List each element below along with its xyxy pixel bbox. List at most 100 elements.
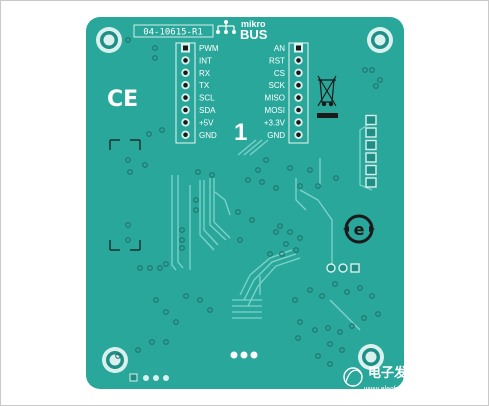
left-pin-label-5: SCL (199, 94, 215, 103)
side-pad-3 (365, 139, 377, 151)
left-pin-label-4: TX (199, 81, 210, 90)
right-header-pins (294, 43, 303, 139)
via-21 (179, 245, 185, 251)
via-24 (195, 169, 201, 175)
via-75 (163, 339, 169, 345)
via-19 (179, 227, 185, 233)
mid-row-pads (326, 263, 360, 273)
mounting-hole-top-right (367, 27, 393, 53)
via-39 (273, 229, 279, 235)
via-58 (295, 335, 301, 341)
right-header-pin-3 (294, 68, 303, 78)
via-11 (127, 169, 133, 175)
via-1 (152, 45, 158, 51)
right-pin-label-3: CS (274, 69, 285, 78)
via-59 (327, 341, 333, 347)
right-header-pin-2 (294, 56, 303, 65)
watermark-url: www.elecfans.com (363, 386, 422, 393)
silkscreen-brackets (109, 139, 141, 251)
via-7 (373, 83, 379, 89)
left-header-pin-4 (181, 81, 190, 90)
via-20 (179, 237, 185, 243)
side-pad-4 (365, 152, 377, 163)
watermark-icon (343, 367, 363, 387)
left-pin-label-2: INT (199, 56, 212, 65)
via-25 (209, 172, 215, 178)
via-16 (147, 265, 153, 271)
part-number: 04-10615-R1 (143, 28, 203, 38)
via-33 (307, 167, 313, 173)
side-pad-2 (365, 127, 377, 138)
left-pin-label-8: GND (199, 131, 217, 140)
pcb-board (86, 17, 404, 389)
right-pin-label-6: MOSI (265, 106, 285, 115)
via-13 (125, 222, 131, 228)
via-10 (125, 157, 131, 163)
via-47 (332, 281, 338, 287)
via-30 (273, 185, 279, 191)
via-54 (337, 329, 343, 335)
right-header-pin-8 (294, 130, 303, 139)
via-18 (163, 261, 169, 267)
via-35 (333, 175, 339, 181)
recycle-e-icon: e (343, 214, 375, 244)
via-26 (235, 209, 241, 215)
via-44 (292, 297, 298, 303)
right-header-pin-5 (294, 93, 303, 102)
right-header-pin-1 (294, 43, 303, 53)
via-74 (149, 339, 155, 345)
left-header-pin-5 (181, 93, 190, 102)
via-71 (263, 157, 269, 163)
via-50 (369, 293, 375, 299)
left-pin-label-7: +5V (199, 118, 214, 127)
via-49 (357, 285, 363, 291)
via-56 (361, 315, 367, 321)
right-pin-label-2: RST (269, 56, 285, 65)
via-62 (327, 361, 333, 367)
via-8 (146, 131, 152, 137)
via-38 (297, 235, 303, 241)
left-header-pin-7 (181, 118, 190, 127)
via-42 (267, 251, 273, 257)
bottom-row-pads (129, 351, 258, 382)
mikrobus-logo-icon (216, 20, 236, 34)
weee-bar (317, 113, 338, 118)
right-pin-label-7: +3.3V (264, 118, 286, 127)
via-55 (349, 323, 355, 329)
right-pin-label-8: GND (267, 131, 285, 140)
big-number-one: 1 (234, 119, 247, 146)
ce-mark-icon: CE (107, 87, 138, 112)
via-5 (369, 67, 375, 73)
via-3 (125, 37, 131, 43)
via-43 (279, 251, 285, 257)
via-40 (283, 241, 289, 247)
left-header-pin-2 (181, 56, 190, 65)
via-46 (319, 293, 325, 299)
part-number-box (133, 24, 214, 38)
via-22 (193, 197, 199, 203)
right-pin-label-4: SCK (269, 81, 286, 90)
side-pad-5 (365, 164, 377, 176)
left-header-pin-3 (181, 68, 190, 78)
via-51 (297, 319, 303, 325)
via-29 (259, 179, 265, 185)
left-header-pin-6 (181, 105, 190, 115)
right-header-outline (288, 42, 309, 144)
via-68 (183, 293, 189, 299)
right-pin-label-5: MISO (265, 94, 285, 103)
right-header-pin-7 (294, 118, 303, 127)
left-header-pin-8 (181, 130, 190, 139)
via-70 (255, 167, 261, 173)
via-67 (173, 319, 179, 325)
via-61 (315, 353, 321, 359)
left-header-pins (181, 43, 190, 139)
via-14 (125, 237, 131, 243)
svg-text:e: e (354, 220, 365, 239)
via-34 (315, 183, 321, 189)
left-pin-label-1: PWM (199, 44, 219, 53)
via-45 (307, 287, 313, 293)
